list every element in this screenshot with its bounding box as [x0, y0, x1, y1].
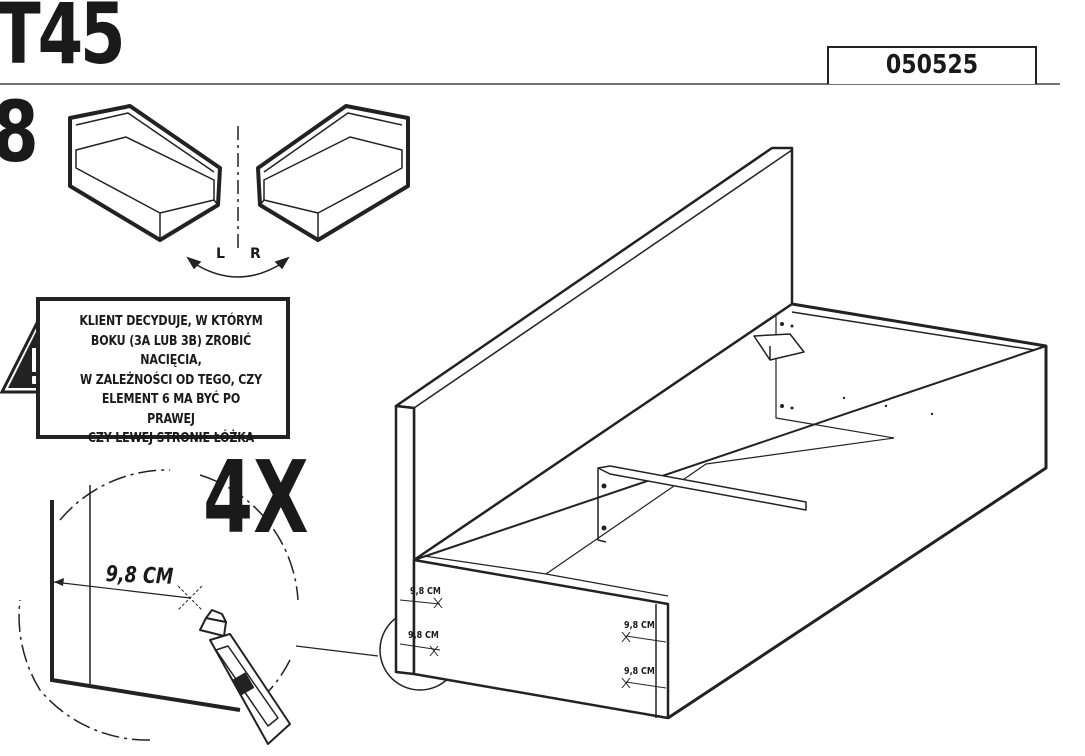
screw-holes	[601, 322, 934, 531]
warning-line: CZY LEWEJ STRONIE ŁÓŻKA	[87, 430, 255, 446]
right-label: R	[250, 246, 261, 262]
rotation-arrow-icon	[186, 256, 290, 278]
measurement-left-bottom: 9,8 CM	[408, 630, 439, 641]
measurement-right-bottom: 9,8 CM	[624, 666, 655, 677]
quantity-multiplier: 4X	[203, 439, 309, 556]
warning-line: ELEMENT 6 MA BYĆ PO PRAWEJ	[101, 391, 241, 427]
warning-line: BOKU (3A LUB 3B) ZROBIĆ NACIĘCIA,	[90, 332, 252, 369]
bed-thumbnail-right	[256, 104, 410, 242]
warning-line: KLIENT DECYDUJE, W KTÓRYM	[79, 313, 263, 329]
detail-measurement: 9,8 CM	[105, 562, 174, 590]
measurement-marks	[399, 597, 667, 689]
warning-line: W ZALEŻNOŚCI OD TEGO, CZY	[79, 371, 262, 388]
detail-magnifier	[18, 469, 379, 741]
measurement-left-top: 9,8 CM	[410, 586, 441, 597]
left-label: L	[216, 246, 225, 262]
step-number: 8	[0, 90, 39, 174]
utility-knife-icon	[199, 609, 291, 745]
warning-text: KLIENT DECYDUJE, W KTÓRYM BOKU (3A LUB 3…	[77, 312, 266, 449]
warning-box	[36, 297, 290, 439]
measurement-right-top: 9,8 CM	[624, 620, 655, 631]
product-code-box	[827, 46, 1037, 84]
product-code: 050525	[885, 50, 979, 80]
bed-frame-main	[394, 146, 1048, 720]
product-title: T45	[0, 0, 126, 83]
bed-thumbnail-left	[68, 104, 222, 242]
